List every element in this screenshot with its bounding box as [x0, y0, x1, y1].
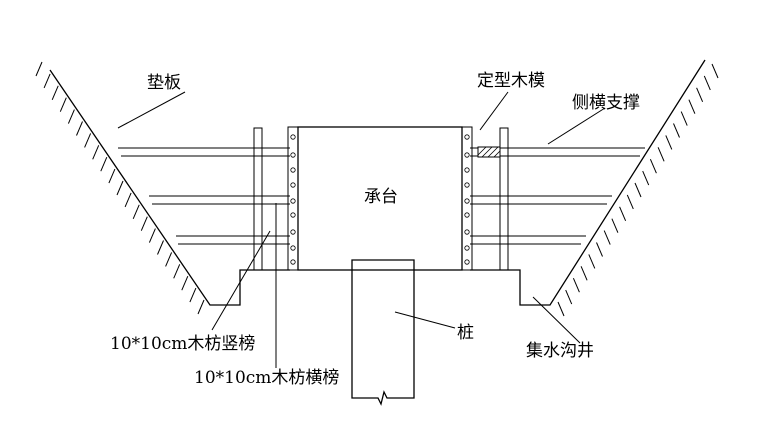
wedge-block-hatching — [477, 146, 501, 158]
right-slope-hatching — [557, 63, 719, 317]
left-slope-hatching — [35, 61, 205, 315]
label-pile: 桩 — [457, 323, 474, 343]
label-vertical-timber: 10*10cm木枋竖榜 — [110, 334, 255, 354]
leader-lines — [117, 91, 606, 368]
label-horizontal-timber: 10*10cm木枋横榜 — [194, 368, 339, 388]
wedge-block — [477, 146, 501, 158]
formwork-nail-holes — [290, 134, 470, 265]
label-sump: 集水沟井 — [526, 341, 594, 361]
pile — [351, 259, 415, 406]
label-pad: 垫板 — [147, 73, 181, 93]
pile-cap — [297, 126, 463, 271]
right-vertical-post — [499, 127, 509, 271]
label-formwork: 定型木模 — [477, 71, 545, 91]
label-side-brace: 侧横支撑 — [572, 93, 640, 113]
label-cap: 承台 — [364, 187, 398, 207]
left-vertical-post — [253, 127, 263, 271]
